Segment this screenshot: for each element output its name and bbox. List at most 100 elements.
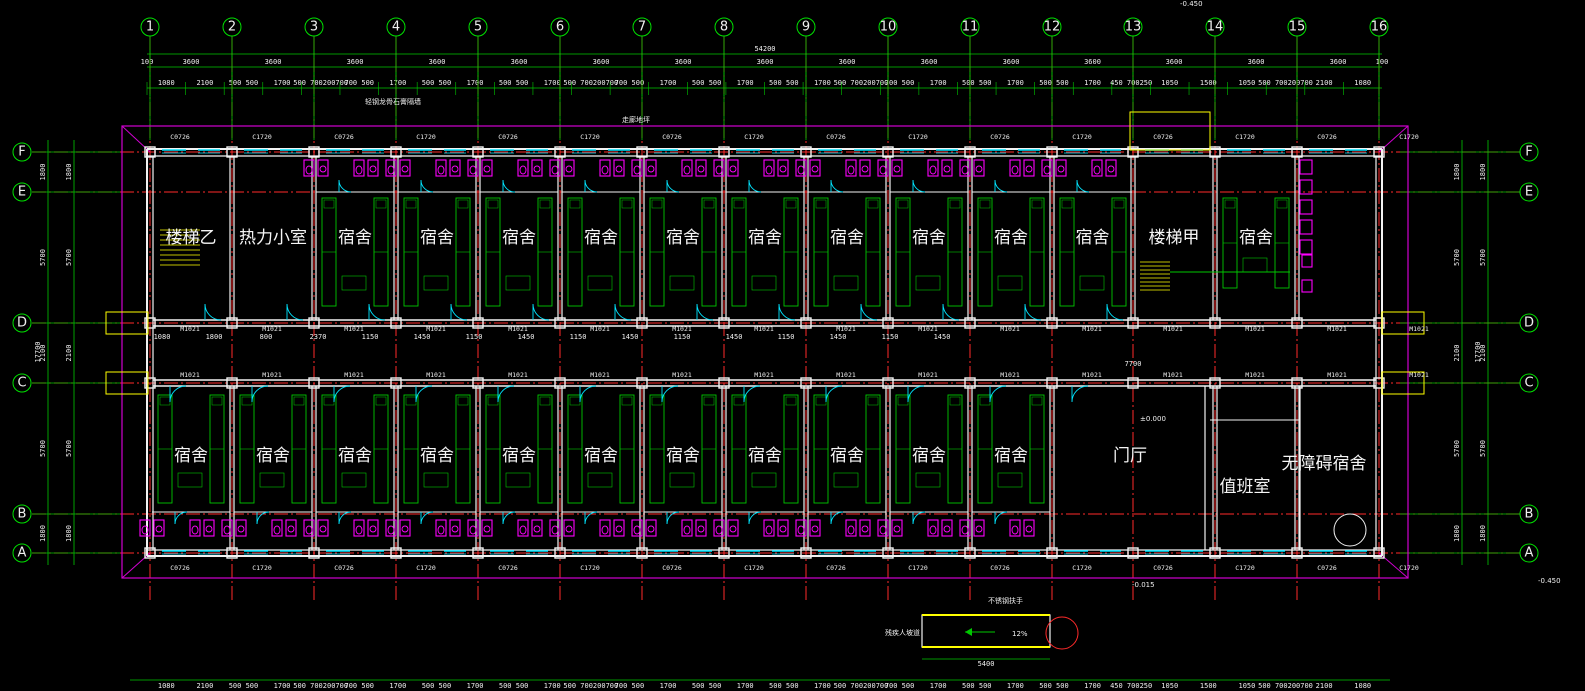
dim-bay: 3600 — [1166, 58, 1183, 66]
basin-drain — [975, 165, 983, 173]
axis-bubble-10 — [878, 17, 898, 37]
urinal — [1301, 254, 1313, 268]
toilet-bowl — [683, 165, 691, 175]
pillow — [703, 396, 715, 406]
desk — [341, 472, 367, 488]
corridor-dim: 1150 — [674, 333, 691, 341]
door-tag: M1021 — [836, 325, 856, 333]
structural-column — [308, 146, 320, 158]
dim-detail: 500 500 — [769, 79, 799, 87]
wash-basin — [859, 519, 871, 537]
corridor-dim: 1450 — [830, 333, 847, 341]
dim-detail: 1700 — [1007, 79, 1024, 87]
door-swing — [989, 385, 1007, 403]
structural-column — [1291, 377, 1303, 389]
toilet — [713, 519, 725, 537]
window-tag-bottom: C0726 — [1153, 564, 1173, 572]
corridor-dim: 1150 — [882, 333, 899, 341]
desk — [587, 472, 613, 488]
corridor-dim: 1450 — [518, 333, 535, 341]
dim-detail-bottom: 700 500 — [885, 682, 915, 690]
window-tag-top: C0726 — [170, 133, 190, 141]
dim-detail: 2100 — [196, 79, 213, 87]
wash-basin — [809, 159, 821, 177]
note-partition: 轻钢龙骨石膏隔墙 — [365, 97, 421, 106]
pillow — [949, 199, 961, 209]
room-label-lower-0: 宿舍 — [174, 446, 208, 466]
accessible-room-label: 无障碍宿舍 — [1282, 454, 1367, 474]
structural-column — [390, 146, 402, 158]
toilet-bowl — [519, 165, 527, 175]
wash-basin — [891, 519, 903, 537]
toilet — [549, 519, 561, 537]
dim-detail: 1700 — [737, 79, 754, 87]
structural-column — [1127, 547, 1139, 559]
axis-bubble-right-B — [1519, 504, 1539, 524]
basin-drain — [319, 165, 327, 173]
structural-column — [1209, 317, 1221, 329]
entrance-canopy — [1129, 111, 1211, 151]
end-window-right — [1381, 311, 1425, 335]
toilet — [845, 519, 857, 537]
pillow — [569, 199, 581, 209]
dim-detail: 700 500 — [345, 79, 375, 87]
axis-label-right-A: A — [1525, 546, 1534, 561]
door-swing — [169, 385, 187, 403]
window-tag-top: C0726 — [1317, 133, 1337, 141]
basin-drain — [319, 525, 327, 533]
annotation-layer: 楼梯乙热力小室宿舍宿舍宿舍宿舍宿舍宿舍宿舍宿舍宿舍宿舍楼梯甲宿舍宿舍宿舍宿舍宿舍… — [154, 0, 1561, 605]
toilet — [599, 159, 611, 177]
door-swing — [338, 511, 352, 525]
ramp-label: 残疾人坡道 — [885, 628, 920, 637]
dim-detail-bottom: 1700 — [544, 682, 561, 690]
toilet-stall — [1299, 199, 1313, 215]
structural-column — [1373, 547, 1385, 559]
axis-label-right-E: E — [1525, 185, 1533, 200]
door-tag: M1021 — [918, 371, 938, 379]
structural-column — [718, 547, 730, 559]
structural-column — [882, 317, 894, 329]
toilet — [599, 519, 611, 537]
pillow — [1276, 199, 1288, 209]
basin-drain — [483, 165, 491, 173]
axis-bubble-13 — [1123, 17, 1143, 37]
window-tag-bottom: C1720 — [580, 564, 600, 572]
toilet-bowl — [273, 525, 281, 535]
corridor-dim: 2370 — [310, 333, 327, 341]
window-tag-bottom: C0726 — [170, 564, 190, 572]
room-label-upper-8: 宿舍 — [830, 228, 864, 248]
pillow — [1031, 396, 1043, 406]
structural-column — [1209, 377, 1221, 389]
axis-label-right-D: D — [1524, 316, 1534, 331]
axis-label-left-D: D — [17, 316, 27, 331]
dim-vertical: 1800 — [65, 525, 73, 542]
door-swing — [907, 385, 925, 403]
dim-detail-bottom: 1700 — [1084, 682, 1101, 690]
dim-detail-bottom: 1700 — [1007, 682, 1024, 690]
toilet — [1041, 159, 1053, 177]
door-tag: M1021 — [344, 325, 364, 333]
door-swing — [532, 303, 550, 321]
axis-bubble-5 — [468, 17, 488, 37]
dim-detail-bottom: 500 500 — [422, 682, 452, 690]
structural-column — [226, 317, 238, 329]
window-layer — [105, 111, 1425, 555]
axis-bubble-1 — [140, 17, 160, 37]
wash-basin — [973, 159, 985, 177]
dim-bay: 3600 — [593, 58, 610, 66]
structural-column — [144, 146, 156, 158]
corridor-dim: 1800 — [206, 333, 223, 341]
corridor-dim: 1150 — [778, 333, 795, 341]
structural-column — [636, 547, 648, 559]
wash-basin — [973, 519, 985, 537]
axis-label-15: 15 — [1289, 20, 1306, 35]
axis-bubble-F — [12, 142, 32, 162]
toilet — [189, 519, 201, 537]
toilet-bowl — [355, 165, 363, 175]
door-swing — [696, 303, 714, 321]
pillow — [785, 396, 797, 406]
dim-vertical: 5700 — [1479, 249, 1487, 266]
dim-detail: 1700 — [814, 79, 831, 87]
dim-detail-bottom: 1700 — [467, 682, 484, 690]
